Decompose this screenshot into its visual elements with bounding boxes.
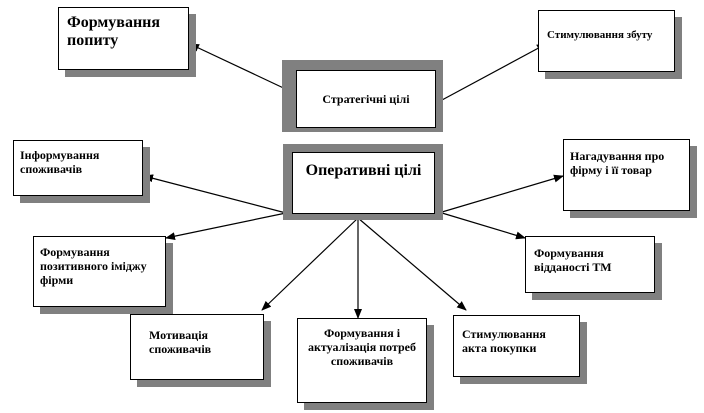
node-demand-label: Формування попиту bbox=[67, 14, 161, 50]
node-loyalty: Формування відданості ТМ bbox=[525, 236, 655, 293]
node-remind: Нагадування про фірму і її товар bbox=[563, 139, 690, 211]
node-strategic-label: Стратегічні цілі bbox=[322, 92, 410, 106]
node-remind-label: Нагадування про фірму і її товар bbox=[570, 149, 665, 177]
node-inform-label: Інформування споживачів bbox=[20, 148, 100, 176]
node-sales-label: Стимулювання збуту bbox=[547, 29, 653, 41]
node-purchase-label: Стимулювання акта покупки bbox=[462, 327, 546, 355]
node-inform: Інформування споживачів bbox=[13, 140, 143, 196]
arrow-op-image bbox=[165, 212, 287, 241]
arrow-op-motivation bbox=[261, 217, 359, 311]
node-operational-label: Оперативні цілі bbox=[305, 162, 422, 179]
arrow-op-loyalty bbox=[441, 212, 526, 240]
node-motivation: Мотивація споживачів bbox=[130, 314, 264, 380]
node-purchase: Стимулювання акта покупки bbox=[453, 315, 580, 377]
arrow-strategic-sales bbox=[441, 43, 547, 101]
arrow-op-remind bbox=[441, 174, 564, 213]
node-strategic: Стратегічні цілі bbox=[296, 70, 436, 128]
node-operational: Оперативні цілі bbox=[292, 152, 435, 214]
node-loyalty-label: Формування відданості ТМ bbox=[534, 246, 612, 274]
node-image: Формування позитивного іміджу фірми bbox=[33, 236, 166, 307]
node-needs-label: Формування і актуалізація потреб спожива… bbox=[307, 326, 417, 368]
node-image-label: Формування позитивного іміджу фірми bbox=[40, 245, 147, 287]
node-demand: Формування попиту bbox=[58, 7, 189, 70]
arrow-op-purchase bbox=[357, 217, 467, 311]
node-motivation-label: Мотивація споживачів bbox=[149, 328, 212, 356]
arrow-op-inform bbox=[143, 174, 287, 214]
node-sales: Стимулювання збуту bbox=[538, 10, 675, 72]
arrow-strategic-demand bbox=[189, 43, 293, 93]
node-needs: Формування і актуалізація потреб спожива… bbox=[297, 318, 427, 403]
